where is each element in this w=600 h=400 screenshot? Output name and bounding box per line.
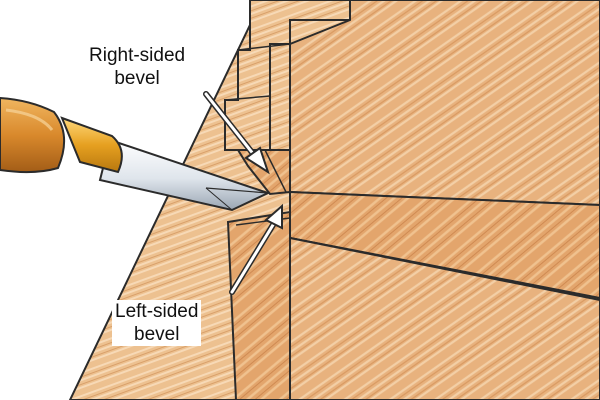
upper-board (289, 0, 600, 207)
right-sided-bevel-line1: Right-sided (89, 45, 186, 66)
right-sided-bevel-line2: bevel (114, 68, 160, 89)
right-sided-bevel-label: Right-sided bevel (86, 44, 189, 90)
left-sided-bevel-line1: Left-sided (115, 301, 199, 322)
vertical-edge-board (226, 210, 291, 400)
left-sided-bevel-label: Left-sided bevel (112, 300, 202, 346)
left-sided-bevel-line2: bevel (134, 324, 180, 345)
pointer-arrow-icon (229, 203, 283, 295)
pointer-arrow-icon (203, 91, 270, 175)
bevel-edged-chisel-icon (0, 96, 271, 212)
